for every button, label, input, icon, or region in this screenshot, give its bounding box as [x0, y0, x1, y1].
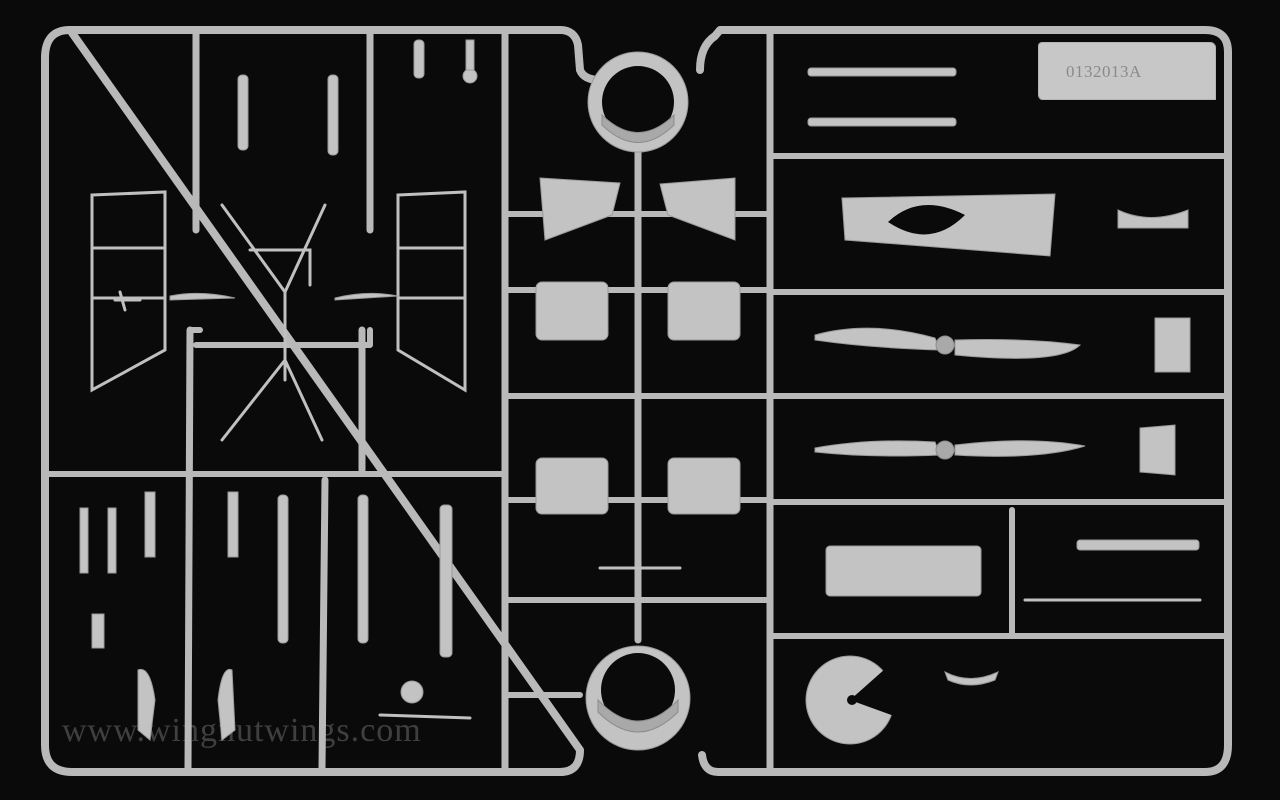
disc-part	[805, 655, 905, 745]
cowling-ring-bottom	[585, 645, 691, 751]
kit-code-plate	[1037, 41, 1217, 101]
center-panels	[535, 177, 741, 570]
fuselage-frame-right	[396, 190, 467, 393]
cabane-struts	[169, 203, 399, 442]
sprue-frame	[41, 26, 1232, 776]
small-parts-right	[807, 67, 1202, 686]
floor-panel	[825, 545, 982, 597]
watermark-text: www.wingnutwings.com	[62, 712, 422, 749]
code-plate-shape	[1037, 41, 1217, 101]
small-parts-top	[237, 39, 478, 156]
small-parts-bottom-left	[79, 491, 472, 741]
fuselage-frame-left	[90, 190, 167, 393]
propeller-2	[814, 440, 1086, 460]
propeller-1	[814, 327, 1082, 359]
kit-code-text: 0132013A	[1066, 62, 1142, 81]
cowling-ring-top	[587, 51, 689, 153]
fuselage-deck	[841, 193, 1056, 257]
